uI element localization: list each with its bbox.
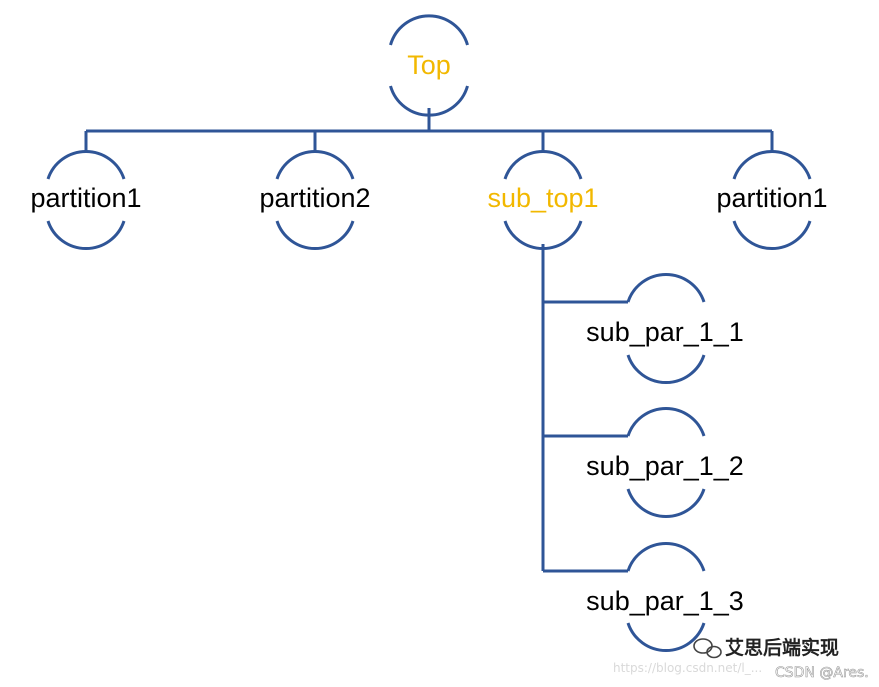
node-partition1-b-upper-arc — [732, 149, 812, 180]
node-sub-par-1-2-lower-arc — [626, 488, 706, 519]
node-partition2-upper-arc — [275, 149, 355, 180]
node-partition1-a: partition1 — [30, 149, 142, 251]
node-top-lower-arc — [389, 85, 469, 117]
node-sub-par-1-2-upper-arc — [626, 406, 706, 437]
node-sub-top1-label: sub_top1 — [487, 183, 598, 213]
watermark: 艾思后端实现 https://blog.csdn.net/l_... CSDN … — [613, 636, 869, 681]
connectors — [84, 108, 774, 573]
node-sub-top1-lower-arc — [503, 220, 583, 251]
wechat-icon — [693, 638, 722, 659]
node-partition1-a-label: partition1 — [30, 183, 141, 213]
node-sub-par-1-3-lower-arc — [626, 622, 706, 653]
node-partition1-b-lower-arc — [732, 220, 812, 251]
watermark-brand-text: 艾思后端实现 — [725, 636, 839, 659]
node-sub-par-1-3: sub_par_1_3 — [586, 541, 744, 653]
watermark-url: https://blog.csdn.net/l_... — [613, 661, 762, 675]
node-partition2: partition2 — [259, 149, 371, 251]
node-sub-top1: sub_top1 — [487, 149, 599, 251]
node-sub-par-1-1: sub_par_1_1 — [586, 272, 744, 385]
node-partition2-lower-arc — [275, 220, 355, 251]
node-partition1-b: partition1 — [716, 149, 828, 251]
node-sub-par-1-1-upper-arc — [626, 272, 706, 303]
node-partition1-b-label: partition1 — [716, 183, 827, 213]
node-sub-par-1-1-label: sub_par_1_1 — [586, 317, 744, 347]
node-sub-par-1-2: sub_par_1_2 — [586, 406, 744, 519]
node-sub-par-1-3-upper-arc — [626, 541, 706, 572]
node-sub-par-1-2-label: sub_par_1_2 — [586, 451, 744, 481]
node-sub-par-1-1-lower-arc — [626, 354, 706, 385]
node-sub-top1-upper-arc — [503, 149, 583, 180]
node-sub-par-1-3-label: sub_par_1_3 — [586, 586, 744, 616]
node-top: Top — [389, 14, 469, 117]
node-top-upper-arc — [389, 14, 469, 46]
node-partition1-a-upper-arc — [46, 149, 126, 180]
watermark-csdn: CSDN @Ares. — [775, 665, 869, 681]
node-top-label: Top — [407, 50, 451, 80]
node-partition1-a-lower-arc — [46, 220, 126, 251]
node-partition2-label: partition2 — [259, 183, 370, 213]
